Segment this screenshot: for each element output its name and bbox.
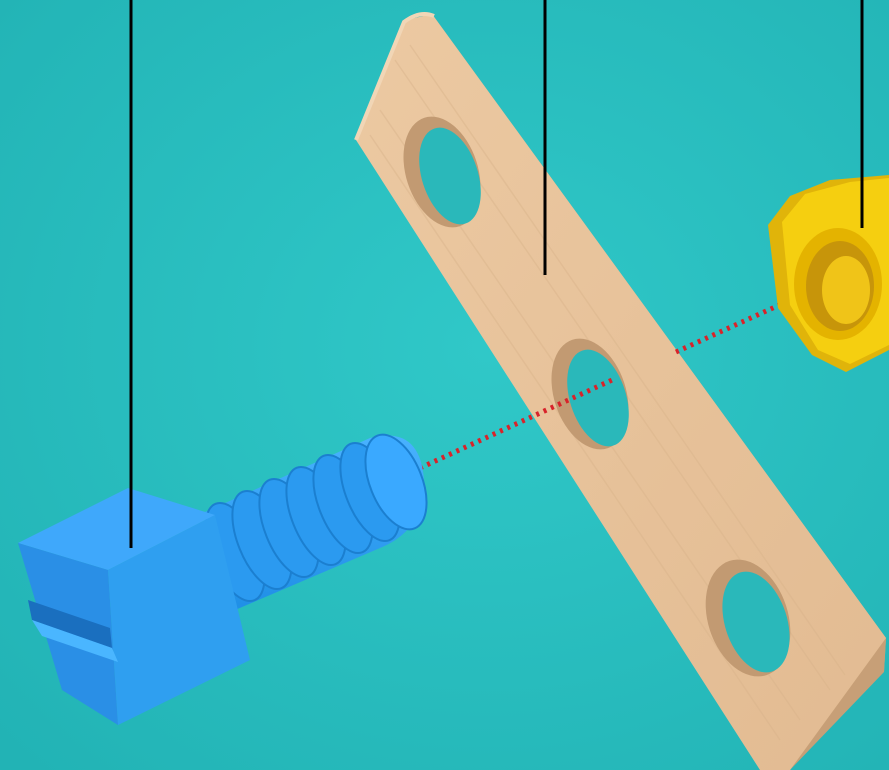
assembly-illustration	[0, 0, 889, 770]
exploded-assembly-scene	[0, 0, 889, 770]
